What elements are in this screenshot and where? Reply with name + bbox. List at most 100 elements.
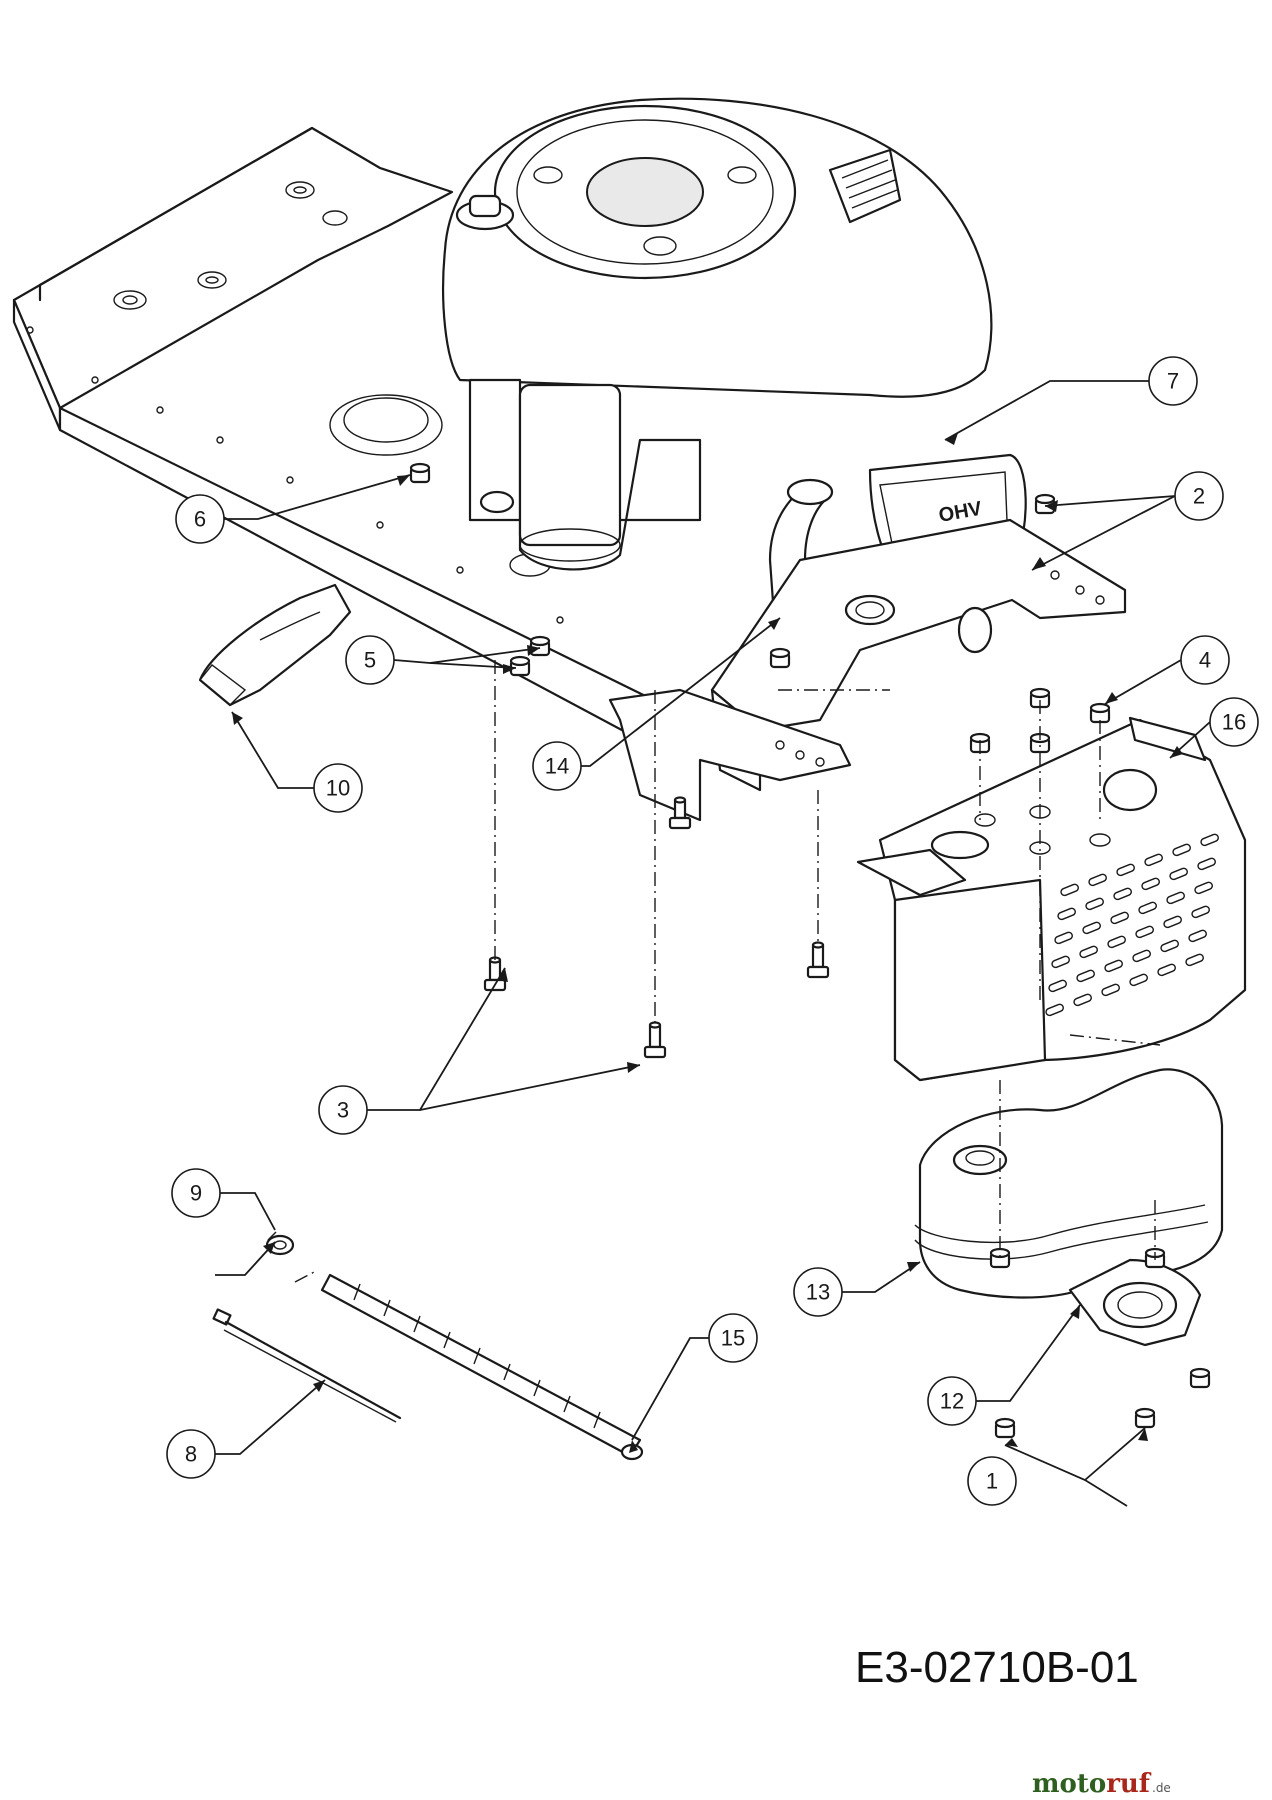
- sleeve-ring: [413, 1315, 421, 1333]
- heat-shield: [856, 716, 1247, 1082]
- vent-slot: [1169, 867, 1188, 881]
- callout-14-label: 14: [545, 754, 569, 779]
- vent-slot: [1157, 963, 1176, 977]
- vent-slot: [1060, 883, 1079, 897]
- sleeve-ring: [593, 1411, 601, 1429]
- vent-slot: [1138, 901, 1157, 915]
- callout-16-label: 16: [1222, 710, 1246, 735]
- callout-9: 9: [171, 1168, 221, 1218]
- callout-5: 5: [345, 635, 395, 685]
- nut: [1089, 702, 1111, 724]
- vent-slot: [1160, 939, 1179, 953]
- nut: [1134, 1407, 1156, 1429]
- vent-slot: [1194, 881, 1213, 895]
- sleeve-ring: [383, 1299, 391, 1317]
- vent-slot: [1073, 993, 1092, 1007]
- callout-10-label: 10: [326, 776, 350, 801]
- callout-3-label: 3: [337, 1098, 349, 1123]
- nut: [529, 635, 551, 657]
- callout-12-label: 12: [940, 1389, 964, 1414]
- vent-slot: [1163, 915, 1182, 929]
- bolt: [806, 941, 830, 979]
- vent-slot: [1088, 873, 1107, 887]
- nut: [769, 647, 791, 669]
- bolt: [668, 796, 692, 830]
- vent-slot: [1197, 857, 1216, 871]
- vent-slot: [1082, 921, 1101, 935]
- watermark-logo: motoruf .de: [1032, 1769, 1171, 1799]
- vent-slot: [1188, 929, 1207, 943]
- nut: [1189, 1367, 1211, 1389]
- callout-1: 1: [967, 1456, 1017, 1506]
- bolt: [643, 1021, 667, 1059]
- callout-15: 15: [708, 1313, 758, 1363]
- vent-slot: [1113, 887, 1132, 901]
- sleeve-ring: [503, 1363, 511, 1381]
- sleeve-ring: [353, 1283, 361, 1301]
- vent-slot: [1079, 945, 1098, 959]
- watermark-part-a: moto: [1032, 1769, 1106, 1799]
- callout-7: 7: [1148, 356, 1198, 406]
- vent-slot: [1051, 955, 1070, 969]
- callout-8-label: 8: [185, 1442, 197, 1467]
- callout-9-label: 9: [190, 1181, 202, 1206]
- nut: [1029, 687, 1051, 709]
- engine-unit: OHV: [442, 97, 1027, 702]
- vent-slot: [1185, 953, 1204, 967]
- vent-slot: [1107, 935, 1126, 949]
- vent-slot: [1141, 877, 1160, 891]
- vent-slot: [1132, 949, 1151, 963]
- callout-6-label: 6: [194, 507, 206, 532]
- vent-slot: [1104, 959, 1123, 973]
- heat-deflector: [198, 583, 352, 707]
- vent-slot: [1045, 1003, 1064, 1017]
- drawing-code: E3-02710B-01: [855, 1643, 1139, 1692]
- callout-5-label: 5: [364, 648, 376, 673]
- callout-13: 13: [793, 1267, 843, 1317]
- callout-16: 16: [1209, 697, 1259, 747]
- vent-slot: [1048, 979, 1067, 993]
- nut: [509, 655, 531, 677]
- callout-1-label: 1: [986, 1469, 998, 1494]
- vent-slot: [1191, 905, 1210, 919]
- sleeve-ring: [563, 1395, 571, 1413]
- vent-slot: [1057, 907, 1076, 921]
- vent-slot: [1144, 853, 1163, 867]
- vent-slot: [1085, 897, 1104, 911]
- watermark-part-b: ruf: [1106, 1769, 1152, 1799]
- vent-slot: [1166, 891, 1185, 905]
- cable-tie: [212, 1308, 402, 1423]
- watermark-part-c: .de: [1152, 1781, 1171, 1795]
- vent-slot: [1116, 863, 1135, 877]
- vent-slot: [1101, 983, 1120, 997]
- sleeve-ring: [473, 1347, 481, 1365]
- callout-15-label: 15: [721, 1326, 745, 1351]
- sleeve-ring: [443, 1331, 451, 1349]
- vent-slot: [1135, 925, 1154, 939]
- callout-6: 6: [175, 494, 225, 544]
- callout-2: 2: [1174, 471, 1224, 521]
- assembly-lines: [294, 660, 1161, 1283]
- callout-2-label: 2: [1193, 484, 1205, 509]
- callout-3: 3: [318, 1085, 368, 1135]
- nut: [409, 462, 431, 484]
- muffler: [914, 1068, 1224, 1299]
- callout-14: 14: [532, 741, 582, 791]
- vent-slot: [1054, 931, 1073, 945]
- vent-slot: [1076, 969, 1095, 983]
- svg-text:motoruf: motoruf: [1032, 1769, 1152, 1799]
- callout-4-label: 4: [1199, 648, 1211, 673]
- vent-slot: [1200, 833, 1219, 847]
- vent-slot: [1172, 843, 1191, 857]
- vent-slot: [1129, 973, 1148, 987]
- callout-8: 8: [166, 1429, 216, 1479]
- fuel-line-sleeve: [320, 1273, 644, 1461]
- vent-slot: [1110, 911, 1129, 925]
- sleeve-ring: [533, 1379, 541, 1397]
- nut: [994, 1417, 1016, 1439]
- callout-10: 10: [313, 763, 363, 813]
- callout-4: 4: [1180, 635, 1230, 685]
- nut: [989, 1247, 1011, 1269]
- callout-13-label: 13: [806, 1280, 830, 1305]
